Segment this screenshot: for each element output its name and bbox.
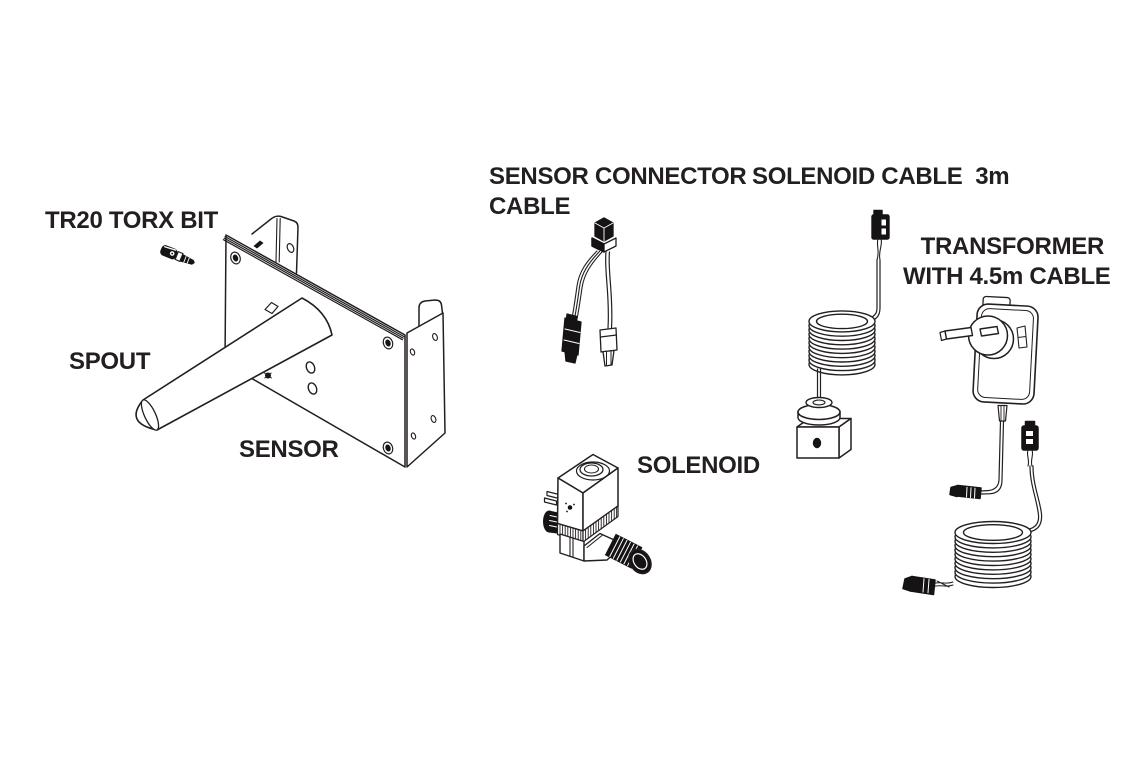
plate-torx-screw [264, 372, 272, 379]
label-spout: SPOUT [69, 348, 151, 375]
transformer-drawing [902, 295, 1043, 596]
cable-plug-left [561, 313, 582, 364]
sensor-holes [305, 361, 318, 395]
mounting-flange-right [406, 299, 446, 468]
plug-face [939, 315, 1015, 360]
label-sensor-connector-cable-line1: SENSOR CONNECTOR [489, 163, 747, 190]
outlet-fitting [604, 533, 652, 575]
coil-end-connector [902, 575, 936, 596]
mounting-plate-shape [222, 234, 406, 468]
transformer-coil [954, 520, 1032, 589]
valve-plug [796, 396, 852, 459]
cable-plug-top [591, 217, 617, 253]
pigtail-connector [1021, 420, 1039, 451]
label-transformer-line1: TRANSFORMER [920, 233, 1105, 260]
mounting-flange-left [251, 215, 299, 274]
plate-screws [230, 251, 394, 455]
label-torx-bit: TR20 TORX BIT [45, 207, 219, 234]
label-sensor-connector-cable-line2: CABLE [489, 193, 571, 220]
output-connector [949, 484, 982, 500]
label-solenoid: SOLENOID [637, 452, 760, 479]
label-sensor: SENSOR [239, 436, 339, 463]
solenoid-drawing [543, 453, 652, 575]
cable-plug-right [599, 327, 618, 367]
coil-body [556, 453, 619, 532]
label-solenoid-cable: SOLENOID CABLE 3m [752, 163, 1010, 190]
spout-shape [135, 297, 333, 431]
solenoid-cable-drawing [796, 209, 890, 459]
spout-clip [264, 301, 279, 315]
sensor-connector-cable-drawing [561, 217, 618, 367]
cable-coil [808, 310, 876, 376]
label-sensor-connector-cable: SENSOR CONNECTOR CABLE [489, 162, 747, 222]
label-transformer: TRANSFORMER WITH 4.5m CABLE [903, 232, 1111, 292]
label-transformer-line2: WITH 4.5m CABLE [903, 263, 1111, 290]
knurled-ring [556, 505, 619, 543]
torx-bit-drawing [160, 245, 195, 265]
spout-sensor-drawing [135, 215, 446, 468]
solenoid-cable-plug [871, 209, 890, 240]
